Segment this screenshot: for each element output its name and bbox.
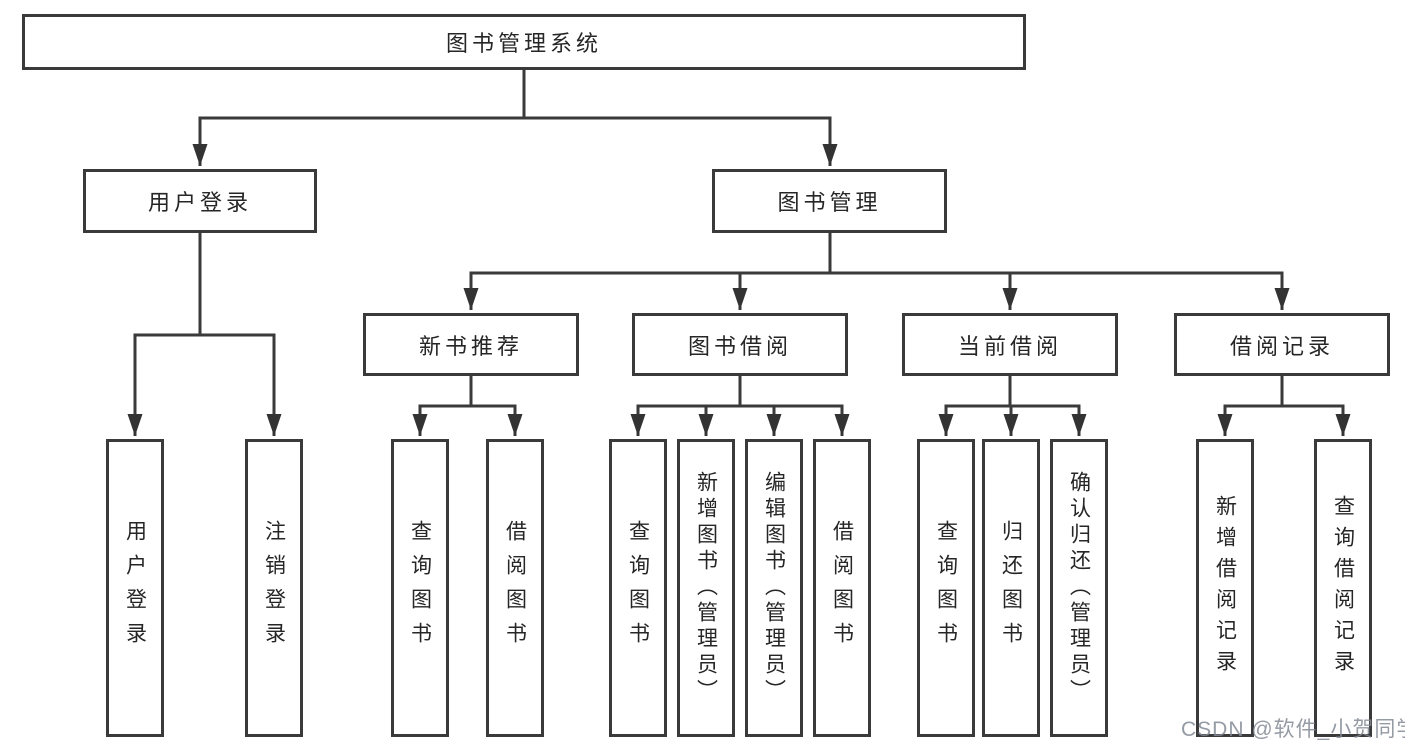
leaf-query-borrow-record: 查询借阅记录 — [1314, 439, 1372, 737]
leaf-user-login: 用户登录 — [106, 439, 164, 737]
leaf-user-login-label: 用户登录 — [123, 520, 147, 656]
leaf-edit-book-admin-label: 编辑图书（管理员） — [762, 471, 786, 705]
leaf-borrow-books: 借阅图书 — [813, 439, 871, 737]
leaf-return-book-label: 归还图书 — [999, 520, 1023, 656]
leaf-edit-book-admin: 编辑图书（管理员） — [745, 439, 803, 737]
node-book-mgmt: 图书管理 — [712, 169, 947, 233]
tree-trunk-lines — [133, 68, 1345, 408]
leaf-confirm-return-admin: 确认归还（管理员） — [1050, 439, 1108, 737]
leaf-borrow-books-rec-label: 借阅图书 — [503, 520, 527, 656]
csdn-watermark: CSDN @软件_小贺同学 — [1181, 718, 1405, 741]
leaf-query-books-borrow-label: 查询图书 — [626, 520, 650, 656]
leaf-add-book-admin: 新增图书（管理员） — [677, 439, 735, 737]
leaf-confirm-return-admin-label: 确认归还（管理员） — [1067, 471, 1091, 705]
leaf-add-book-admin-label: 新增图书（管理员） — [694, 471, 718, 705]
leaf-query-books-rec: 查询图书 — [391, 439, 449, 737]
leaf-logout: 注销登录 — [245, 439, 303, 737]
leaf-query-books-current: 查询图书 — [917, 439, 975, 737]
node-borrow-records: 借阅记录 — [1174, 313, 1390, 376]
leaf-add-borrow-record-label: 新增借阅记录 — [1213, 495, 1237, 681]
leaf-borrow-books-rec: 借阅图书 — [486, 439, 544, 737]
leaf-borrow-books-label: 借阅图书 — [830, 520, 854, 656]
leaf-query-borrow-record-label: 查询借阅记录 — [1331, 495, 1355, 681]
node-current-borrow: 当前借阅 — [902, 313, 1118, 376]
leaf-add-borrow-record: 新增借阅记录 — [1196, 439, 1254, 737]
node-root-system: 图书管理系统 — [22, 14, 1026, 70]
node-book-borrow: 图书借阅 — [632, 313, 848, 376]
leaf-query-books-current-label: 查询图书 — [934, 520, 958, 656]
leaf-query-books-borrow: 查询图书 — [609, 439, 667, 737]
node-new-book-rec: 新书推荐 — [363, 313, 579, 376]
node-user-login: 用户登录 — [83, 169, 317, 233]
leaf-query-books-rec-label: 查询图书 — [408, 520, 432, 656]
leaf-return-book: 归还图书 — [982, 439, 1040, 737]
leaf-logout-label: 注销登录 — [262, 520, 286, 656]
